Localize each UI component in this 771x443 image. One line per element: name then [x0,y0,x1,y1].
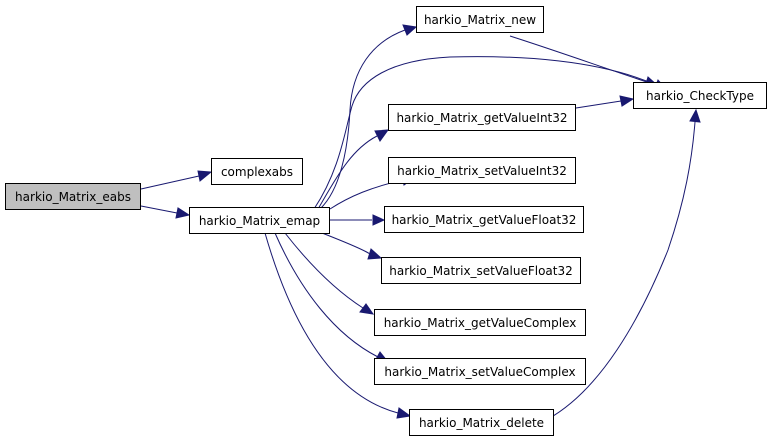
edge-emap-to-get-value-int32 [317,129,390,210]
node-harkio-matrix-set-value-float32[interactable]: harkio_Matrix_setValueFloat32 [381,257,581,284]
edge-emap-to-check-type [313,56,669,210]
edge-eabs-to-complexabs [140,170,213,190]
edge-new-to-check-type [509,35,660,88]
node-complexabs[interactable]: complexabs [211,158,303,185]
edge-get-value-int32-to-check-type [575,95,635,109]
node-harkio-matrix-get-value-complex[interactable]: harkio_Matrix_getValueComplex [374,309,586,336]
edge-emap-to-new [319,24,418,210]
edge-emap-to-get-value-float32 [330,214,386,226]
node-harkio-matrix-set-value-int32[interactable]: harkio_Matrix_setValueInt32 [388,157,576,184]
node-harkio-matrix-set-value-complex[interactable]: harkio_Matrix_setValueComplex [374,358,586,385]
edge-emap-to-set-value-float32 [321,232,383,260]
edge-eabs-to-emap [140,205,191,219]
node-harkio-matrix-eabs: harkio_Matrix_eabs [5,183,141,210]
node-harkio-matrix-get-value-int32[interactable]: harkio_Matrix_getValueInt32 [388,104,576,131]
node-harkio-matrix-new[interactable]: harkio_Matrix_new [416,6,544,33]
node-harkio-check-type[interactable]: harkio_CheckType [633,82,767,109]
edge-emap-to-get-value-complex [284,232,375,315]
node-harkio-matrix-get-value-float32[interactable]: harkio_Matrix_getValueFloat32 [384,206,584,233]
node-harkio-matrix-emap[interactable]: harkio_Matrix_emap [189,207,330,234]
node-harkio-matrix-delete[interactable]: harkio_Matrix_delete [409,409,554,436]
edge-delete-to-check-type [547,108,701,420]
edge-emap-to-delete [264,232,412,419]
